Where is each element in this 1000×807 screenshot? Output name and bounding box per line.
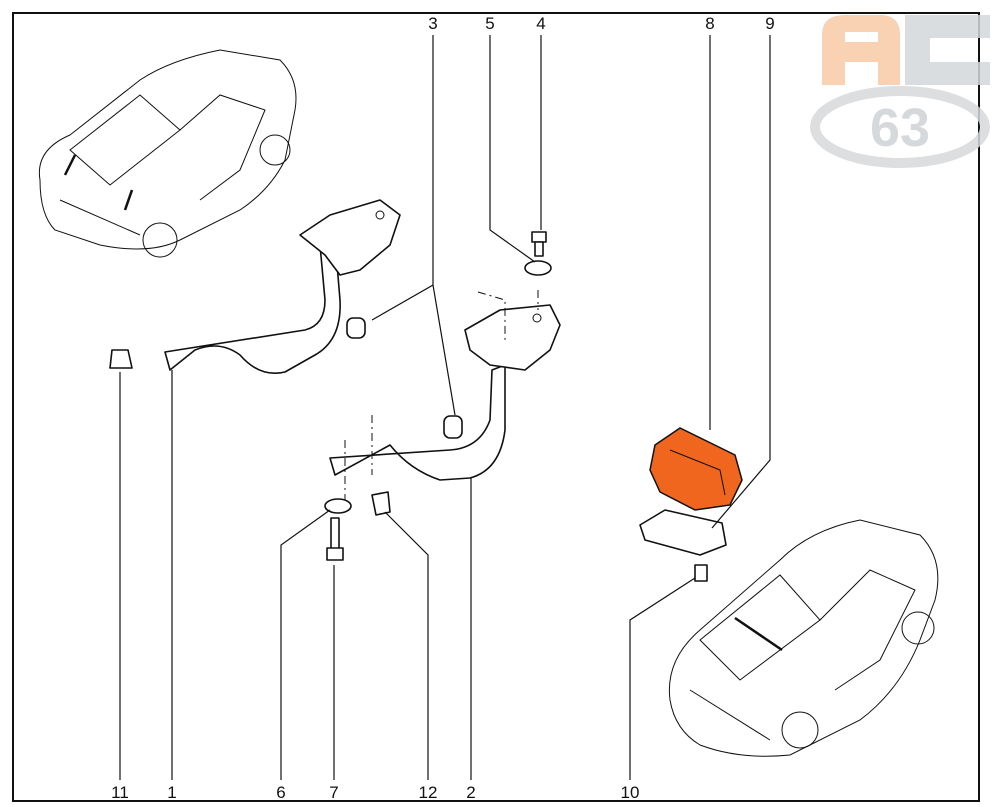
buffer-12	[371, 491, 391, 516]
svg-text:63: 63	[870, 98, 930, 158]
washer-6	[324, 498, 352, 514]
bolt-4	[531, 231, 547, 257]
car-illustration-bottom	[668, 519, 939, 757]
callout-10: 10	[621, 783, 640, 802]
callout-11: 11	[111, 783, 129, 802]
washer-5	[524, 260, 552, 276]
callout-2: 2	[466, 783, 475, 802]
hinge-left	[164, 199, 401, 374]
car-illustration-top	[38, 49, 297, 258]
hinge-right	[329, 290, 561, 500]
callout-7: 7	[329, 783, 338, 802]
callout-1: 1	[167, 783, 176, 802]
leader-lines	[119, 35, 771, 780]
lock-8-highlighted	[649, 427, 743, 511]
buffer-11	[109, 349, 133, 369]
callout-12: 12	[419, 783, 438, 802]
callout-8: 8	[705, 14, 714, 33]
bushing-3b	[443, 415, 463, 439]
bolt-7	[326, 517, 344, 561]
bushing-3a	[346, 317, 366, 339]
plate-9	[639, 509, 727, 556]
callout-4: 4	[536, 14, 545, 33]
screw-10	[694, 564, 708, 582]
watermark-logo: 63	[810, 15, 990, 168]
callout-3: 3	[428, 14, 437, 33]
callout-6: 6	[276, 783, 285, 802]
callout-5: 5	[485, 14, 494, 33]
diagram-frame	[12, 12, 980, 802]
callout-9: 9	[765, 14, 774, 33]
